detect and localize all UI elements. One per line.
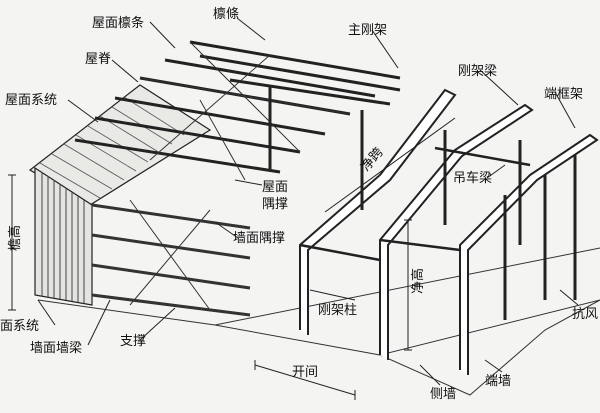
label-roof-bracing-2: 隅撑 xyxy=(262,197,288,212)
wall-girts xyxy=(91,203,251,317)
label-crane-beam: 吊车梁 xyxy=(453,170,492,186)
label-clear-height: 净高 xyxy=(410,268,426,294)
label-frame-column: 刚架柱 xyxy=(318,303,357,318)
label-end-wall: 端墙 xyxy=(485,374,511,389)
crane-beams xyxy=(299,146,531,262)
label-purlin: 檩條 xyxy=(213,7,239,22)
main-frames xyxy=(268,85,599,375)
dimension-lines xyxy=(8,117,456,400)
label-bay: 开间 xyxy=(292,365,318,380)
label-wall-bracing: 墙面隅撑 xyxy=(233,231,285,246)
label-main-frame: 主刚架 xyxy=(348,23,387,38)
leader-lines xyxy=(37,17,579,386)
label-eave-height: 檐高 xyxy=(7,225,23,251)
label-gable-column: 抗风 xyxy=(572,307,598,322)
label-side-wall: 侧墙 xyxy=(430,387,456,402)
label-wall-girt: 墙面墙梁 xyxy=(30,341,82,356)
wall-panel xyxy=(34,166,93,306)
label-roof-system: 屋面系统 xyxy=(5,93,57,108)
wall-cross-bracing xyxy=(129,199,211,311)
label-roof-bracing-1: 屋面 xyxy=(262,180,288,195)
label-wall-system: 面系统 xyxy=(0,319,39,334)
label-brace: 支撑 xyxy=(120,334,146,349)
label-roof-purlin: 屋面檩条 xyxy=(92,15,144,31)
label-frame-beam: 刚架梁 xyxy=(458,64,497,79)
label-ridge: 屋脊 xyxy=(85,52,111,67)
label-end-frame: 端框架 xyxy=(544,87,583,102)
roof-cross-bracing xyxy=(139,41,351,181)
roof-panel xyxy=(28,84,212,206)
